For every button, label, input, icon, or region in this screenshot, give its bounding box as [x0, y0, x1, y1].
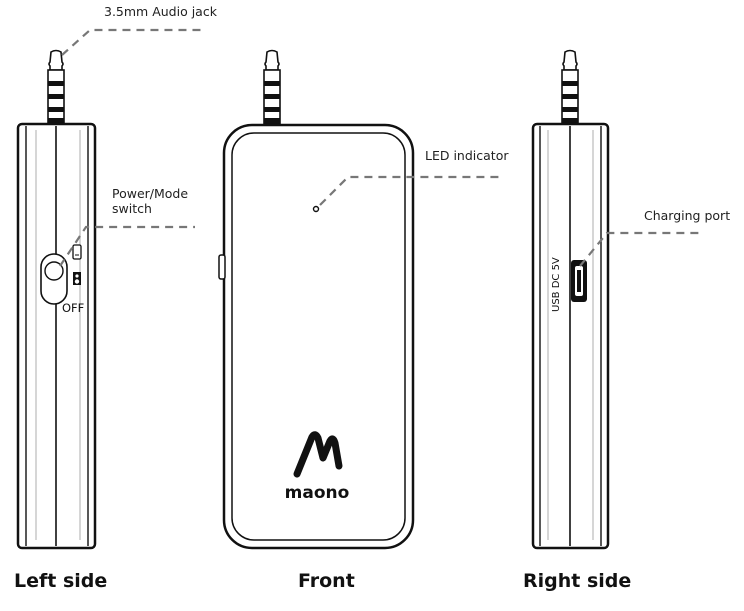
led-leader — [319, 175, 500, 206]
charging-port-leader — [579, 231, 702, 267]
led-indicator-dot — [312, 205, 320, 213]
switch-knob — [44, 261, 64, 281]
front-audio-jack — [263, 49, 281, 125]
switch-leader — [59, 225, 195, 267]
charging-port-callout: Charging port — [644, 208, 731, 223]
speaker-mode-icon — [73, 272, 81, 285]
caption-right-side: Right side — [523, 570, 632, 592]
power-mode-callout-line2: switch — [112, 201, 152, 216]
phone-mode-icon — [72, 244, 82, 260]
right-audio-jack — [561, 49, 579, 125]
led-indicator-callout: LED indicator — [425, 148, 509, 163]
callout-leaders — [59, 28, 702, 267]
left-side-view: OFF — [16, 49, 97, 550]
left-audio-jack — [47, 49, 65, 125]
front-inner-bezel — [231, 132, 406, 541]
audio-jack-callout: 3.5mm Audio jack — [104, 4, 217, 19]
front-view: maono — [218, 49, 415, 550]
audio-jack-leader — [61, 28, 205, 56]
maono-logo-icon — [293, 431, 343, 478]
right-side-view: USB DC 5V — [531, 49, 610, 550]
caption-left-side: Left side — [14, 570, 108, 592]
side-switch-bump — [218, 254, 226, 280]
power-mode-callout-line1: Power/Mode — [112, 186, 189, 201]
caption-front: Front — [298, 570, 355, 592]
switch-off-label: OFF — [62, 301, 84, 315]
usb-dc-label: USB DC 5V — [551, 257, 562, 312]
front-body-outline — [222, 123, 415, 550]
brand-wordmark: maono — [285, 483, 350, 503]
